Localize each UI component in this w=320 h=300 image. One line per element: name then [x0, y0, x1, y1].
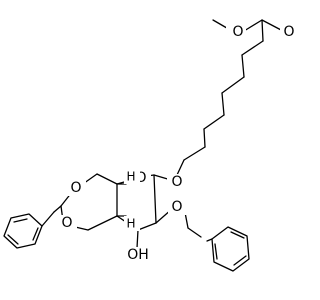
stereo-hydrogen-bottom-label: H [126, 217, 135, 231]
dioxane-top-oxygen-label: O [70, 180, 81, 196]
stereo-hydrogen-top-label: H [126, 170, 135, 184]
chemical-structure: O O O O O O O OH H H [3, 19, 300, 272]
ring-oxygen-label: O [135, 170, 146, 186]
hydroxyl-label: OH [127, 247, 149, 263]
ester-chain [176, 19, 284, 176]
benzyloxy-oxygen-label: O [171, 199, 182, 215]
carbonyl-oxygen-label: O [283, 24, 294, 40]
anomeric-oxygen-label: O [171, 174, 182, 190]
atom-labels: O O O O O O O OH H H [57, 24, 300, 263]
benzyl-group [183, 206, 250, 272]
phenyl-group [3, 211, 55, 249]
methoxy-oxygen-label: O [232, 24, 243, 40]
dioxane-bottom-oxygen-label: O [61, 215, 72, 231]
